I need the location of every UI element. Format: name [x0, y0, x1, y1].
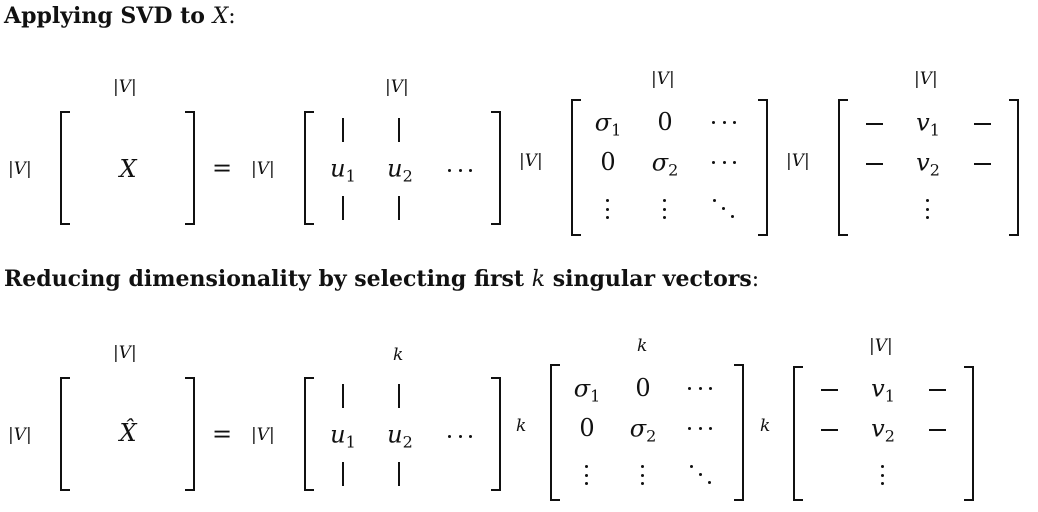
vertical-ellipsis — [881, 465, 885, 485]
heading-text: Applying SVD to — [4, 3, 213, 29]
heading-reducing-dimensionality: Reducing dimensionality by selecting fir… — [4, 266, 759, 292]
horizontal-ellipsis — [448, 435, 472, 438]
dim-label-side: |V| — [8, 425, 32, 445]
dim-label-top: |V| — [113, 343, 137, 363]
bracket-left — [60, 111, 70, 225]
vertical-ellipsis — [585, 465, 589, 485]
vertical-ellipsis — [641, 465, 645, 485]
matrix-v2: v2 — [916, 148, 940, 180]
horizontal-ellipsis — [448, 169, 472, 172]
dim-label-side: k — [760, 416, 771, 436]
bracket-left — [838, 99, 848, 236]
row-dash — [929, 389, 946, 391]
row-dash — [929, 429, 946, 431]
row-dash — [866, 123, 883, 125]
vertical-ellipsis — [926, 199, 930, 219]
horizontal-ellipsis — [712, 121, 736, 124]
column-bar — [398, 118, 400, 142]
matrix-v1: v1 — [916, 108, 940, 140]
column-bar — [342, 118, 344, 142]
bracket-right — [734, 364, 744, 501]
column-bar — [342, 462, 344, 486]
dim-label-top: |V| — [651, 69, 675, 89]
dim-label-top: |V| — [914, 69, 938, 89]
bracket-left — [304, 377, 314, 491]
matrix-zero: 0 — [579, 414, 595, 442]
matrix-zero: 0 — [657, 108, 673, 136]
dim-label-side: |V| — [8, 159, 32, 179]
heading-suffix: : — [751, 267, 760, 292]
matrix-v2: v2 — [871, 414, 895, 446]
dim-label-top: k — [637, 336, 648, 356]
dim-label-side: |V| — [251, 159, 275, 179]
equals-sign: = — [212, 154, 233, 182]
matrix-sigma2: σ2 — [651, 148, 679, 180]
bracket-left — [793, 366, 803, 501]
equals-sign: = — [212, 420, 233, 448]
bracket-right — [491, 377, 501, 491]
matrix-v1: v1 — [871, 374, 895, 406]
horizontal-ellipsis — [688, 427, 712, 430]
row-dash — [974, 163, 991, 165]
dim-label-top: |V| — [869, 336, 893, 356]
bracket-left — [571, 99, 581, 236]
row-dash — [866, 163, 883, 165]
horizontal-ellipsis — [688, 387, 712, 390]
dim-label-side: |V| — [786, 151, 810, 171]
dim-label-side: |V| — [519, 151, 543, 171]
matrix-zero: 0 — [635, 374, 651, 402]
matrix-u1: u1 — [330, 420, 356, 452]
column-bar — [342, 196, 344, 220]
heading-text-middle: singular vectors — [545, 266, 752, 292]
vertical-ellipsis — [606, 199, 610, 219]
heading-applying-svd: Applying SVD to X: — [4, 3, 236, 29]
dim-label-top: |V| — [385, 77, 409, 97]
heading-var: X — [212, 4, 229, 29]
row-dash — [821, 429, 838, 431]
bracket-left — [550, 364, 560, 501]
diagonal-ellipsis — [690, 465, 712, 485]
horizontal-ellipsis — [712, 161, 736, 164]
dim-label-side: k — [516, 416, 527, 436]
heading-var: k — [531, 267, 546, 292]
dim-label-top: k — [393, 345, 404, 365]
matrix-zero: 0 — [600, 148, 616, 176]
matrix-x-symbol: X — [119, 155, 137, 183]
heading-text: Reducing dimensionality by selecting fir… — [4, 266, 532, 292]
matrix-u2: u2 — [387, 420, 413, 452]
bracket-right — [1009, 99, 1019, 236]
bracket-left — [304, 111, 314, 225]
matrix-u1: u1 — [330, 154, 356, 186]
matrix-u2: u2 — [387, 154, 413, 186]
bracket-right — [491, 111, 501, 225]
matrix-sigma2: σ2 — [629, 414, 657, 446]
diagonal-ellipsis — [713, 199, 735, 219]
column-bar — [398, 462, 400, 486]
bracket-right — [964, 366, 974, 501]
dim-label-side: |V| — [251, 425, 275, 445]
bracket-right — [185, 111, 195, 225]
matrix-xhat-symbol: X̂ — [119, 419, 137, 447]
row-dash — [821, 389, 838, 391]
row-dash — [974, 123, 991, 125]
matrix-sigma1: σ1 — [573, 374, 601, 406]
matrix-sigma1: σ1 — [594, 108, 622, 140]
vertical-ellipsis — [663, 199, 667, 219]
dim-label-top: |V| — [113, 77, 137, 97]
column-bar — [398, 196, 400, 220]
column-bar — [342, 384, 344, 408]
bracket-right — [185, 377, 195, 491]
heading-suffix: : — [228, 4, 236, 29]
bracket-left — [60, 377, 70, 491]
bracket-right — [758, 99, 768, 236]
column-bar — [398, 384, 400, 408]
